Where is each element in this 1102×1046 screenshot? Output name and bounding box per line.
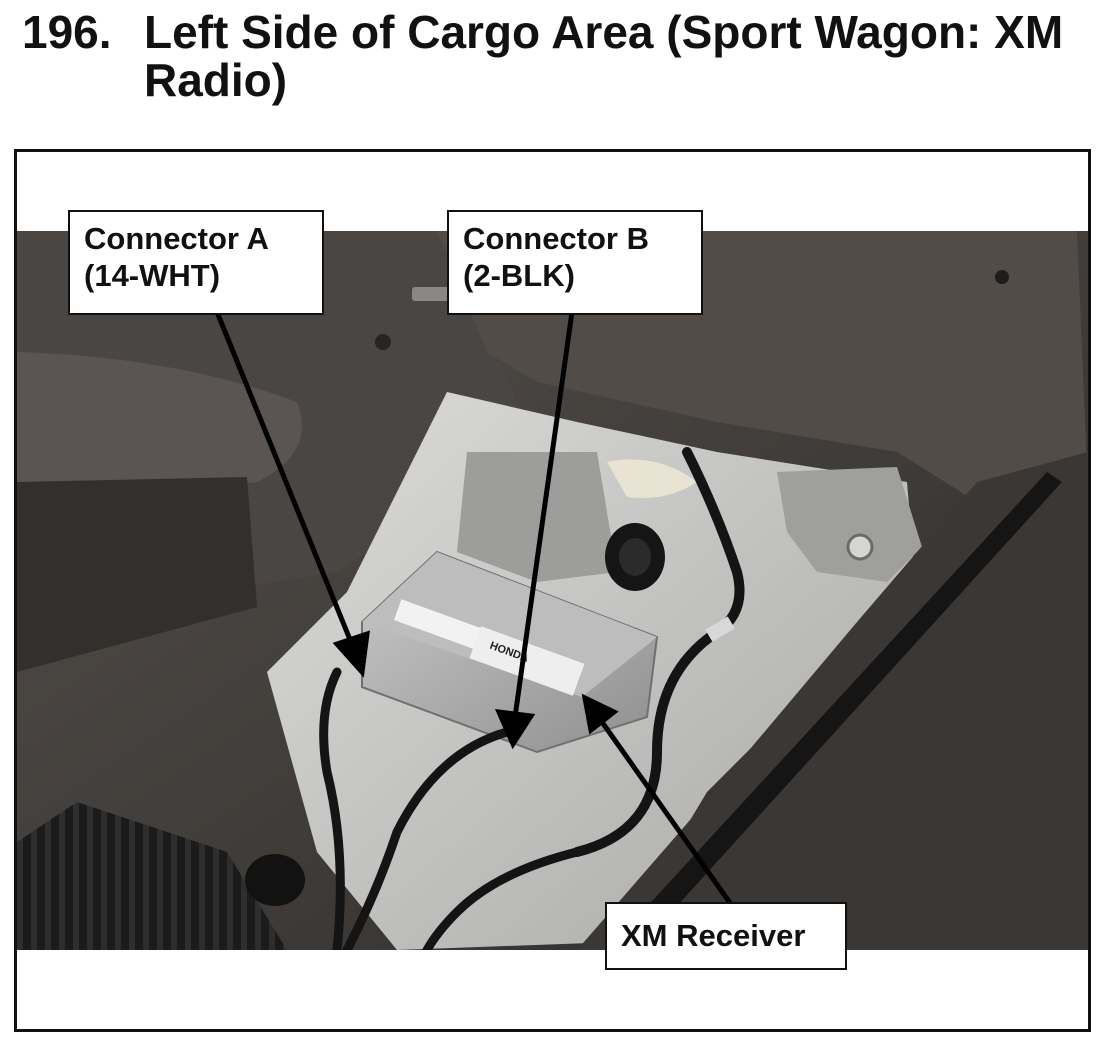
arrow-xm-receiver-head <box>581 693 619 735</box>
callout-connector-b-spec: (2-BLK) <box>463 258 575 293</box>
arrow-connector-b-head <box>494 708 536 750</box>
arrow-xm-receiver-line <box>599 720 738 912</box>
wire-harness-left <box>319 667 345 955</box>
floor-drain-hole <box>245 854 305 906</box>
arrow-connector-b-line <box>512 311 575 718</box>
receiver-barcode-label <box>393 599 487 651</box>
callout-connector-b-name: Connector B <box>463 221 649 256</box>
wire-harness-lower <box>422 847 582 955</box>
bracket-bolt <box>846 533 874 561</box>
callout-connector-a-name: Connector A <box>84 221 269 256</box>
wire-harness-right <box>572 447 745 857</box>
callout-connector-b: Connector B (2-BLK) <box>447 210 703 315</box>
mounting-bracket <box>777 467 922 582</box>
well-inner-wall <box>457 452 617 582</box>
callout-xm-receiver-name: XM Receiver <box>621 918 806 953</box>
figure-number: 196. <box>22 6 112 58</box>
callout-connector-a-spec: (14-WHT) <box>84 258 221 293</box>
harness-tape <box>705 616 735 642</box>
wire-harness-center <box>342 727 512 955</box>
figure-frame: HONDA Connector A (14-WHT) Connector B (… <box>14 149 1091 1032</box>
figure-bottom-margin <box>17 950 1088 1029</box>
receiver-brand-label <box>469 626 585 696</box>
callout-xm-receiver: XM Receiver <box>605 902 847 970</box>
callout-connector-a: Connector A (14-WHT) <box>68 210 324 315</box>
velcro-strip <box>607 472 1062 950</box>
arrow-connector-a-line <box>214 311 356 648</box>
cargo-shelf-edge <box>17 352 302 512</box>
amplifier-unit <box>17 802 287 950</box>
panel-hole <box>995 270 1009 284</box>
panel-hole-2 <box>375 334 391 350</box>
cargo-floor-step <box>17 477 257 672</box>
arrow-connector-a-head <box>332 630 370 678</box>
callout-arrows <box>214 311 738 912</box>
foam-insulation <box>607 459 697 498</box>
figure-title: Left Side of Cargo Area (Sport Wagon: XM… <box>144 6 1064 106</box>
